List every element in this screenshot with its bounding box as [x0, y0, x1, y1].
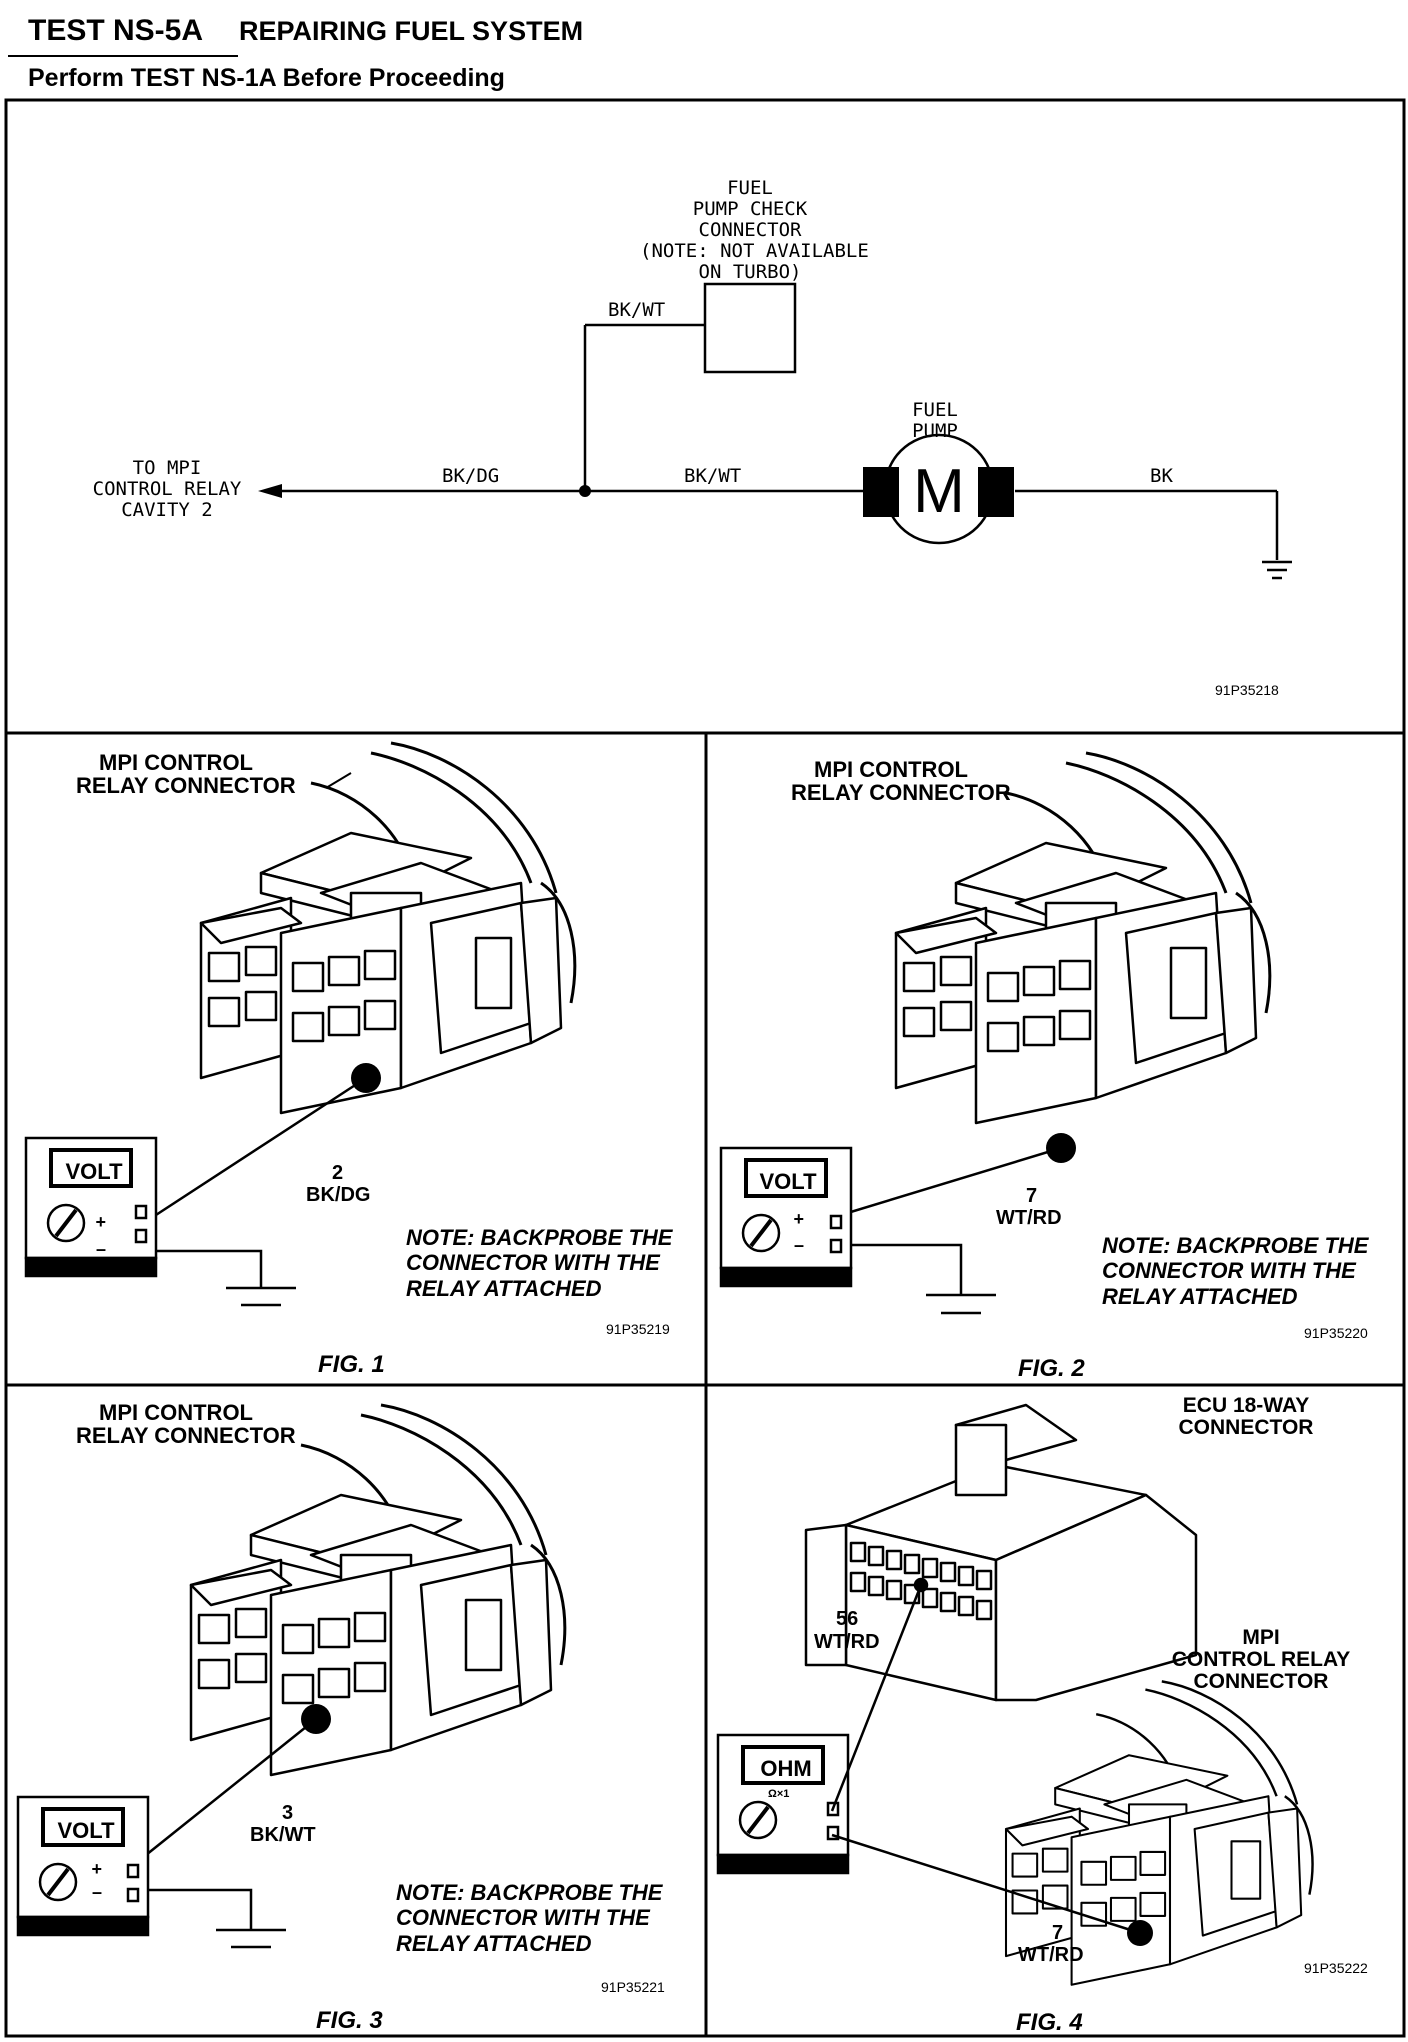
- label-line: FUEL: [727, 177, 773, 199]
- svg-text:–: –: [92, 1882, 102, 1902]
- ecu-connector-label: ECU 18-WAY CONNECTOR: [1161, 1394, 1331, 1440]
- figure-caption: FIG. 2: [1018, 1355, 1085, 1382]
- note-line: NOTE: BACKPROBE THE: [1102, 1233, 1369, 1258]
- test-title: TEST NS-5A REPAIRING FUEL SYSTEM: [28, 14, 583, 48]
- backprobe-note: NOTE: BACKPROBE THE CONNECTOR WITH THE R…: [396, 1880, 662, 1956]
- label-line: FUEL: [912, 399, 958, 421]
- label-line: RELAY CONNECTOR: [791, 780, 1011, 806]
- label-line: TO MPI: [132, 457, 202, 479]
- label-line: PUMP: [912, 419, 958, 442]
- label-line: MPI CONTROL: [99, 750, 253, 775]
- note-line: RELAY ATTACHED: [396, 1930, 592, 1956]
- prerequisite-note: Perform TEST NS-1A Before Proceeding: [28, 64, 505, 92]
- note-line: NOTE: BACKPROBE THE: [396, 1880, 663, 1905]
- svg-text:–: –: [96, 1239, 106, 1259]
- label-line: RELAY CONNECTOR: [76, 773, 296, 799]
- wire-color: BK/WT: [250, 1824, 316, 1846]
- figure-code: 91P35221: [601, 1979, 665, 1995]
- label-line: CONNECTOR: [1178, 1416, 1314, 1440]
- relay-connector-drawing: + –: [719, 751, 1272, 1315]
- note-line: CONNECTOR WITH THE: [1102, 1258, 1356, 1284]
- fuel-pump-schematic: M: [258, 282, 1292, 580]
- figure-code: 91P35222: [1304, 1960, 1368, 1976]
- svg-text:+: +: [95, 1212, 106, 1232]
- meter-display: VOLT: [57, 1818, 115, 1843]
- wire-label-relay: BK/DG: [442, 465, 500, 487]
- label-line: (NOTE: NOT AVAILABLE: [640, 239, 869, 262]
- label-line: MPI: [1242, 1626, 1280, 1649]
- label-line: RELAY CONNECTOR: [76, 1423, 296, 1449]
- connector-label: MPI CONTROL RELAY CONNECTOR: [76, 1400, 296, 1449]
- schematic-code: 91P35218: [1215, 682, 1279, 698]
- relay-connector-drawing: + –: [16, 1403, 567, 1949]
- label-line: CONNECTOR: [698, 218, 802, 241]
- arrow-to-relay: [258, 484, 282, 498]
- label-line: CONTROL RELAY: [92, 477, 242, 500]
- note-line: CONNECTOR WITH THE: [396, 1905, 650, 1931]
- relay-connector-drawing: + –: [24, 741, 577, 1307]
- splice-dot: [579, 485, 591, 497]
- ecu-wire-color: WT/RD: [814, 1631, 880, 1653]
- backprobe-note: NOTE: BACKPROBE THE CONNECTOR WITH THE R…: [406, 1225, 672, 1301]
- wire-color: WT/RD: [1018, 1944, 1084, 1966]
- wire-color: WT/RD: [996, 1207, 1062, 1229]
- ecu-connector: [804, 1403, 1198, 1702]
- motor-symbol: M: [913, 457, 965, 526]
- note-line: RELAY ATTACHED: [1102, 1283, 1298, 1309]
- connector-label: MPI CONTROL RELAY CONNECTOR: [1171, 1626, 1351, 1694]
- test-id: TEST NS-5A: [28, 14, 204, 47]
- ecu-pin-number: 56: [836, 1608, 859, 1630]
- label-line: MPI CONTROL: [814, 757, 968, 782]
- check-connector-box: [703, 282, 797, 374]
- figure-caption: FIG. 3: [316, 2007, 383, 2034]
- figure-2: MPI CONTROL RELAY CONNECTOR + – VOLT 7 W…: [706, 733, 1404, 1385]
- wire-color: BK/DG: [306, 1184, 371, 1206]
- backprobe-note: NOTE: BACKPROBE THE CONNECTOR WITH THE R…: [1102, 1233, 1368, 1309]
- check-connector-label: FUEL PUMP CHECK CONNECTOR (NOTE: NOT AVA…: [640, 177, 869, 283]
- connector-label: MPI CONTROL RELAY CONNECTOR: [76, 750, 296, 799]
- pin-number: 7: [1026, 1185, 1038, 1207]
- motor-brush-right: [978, 467, 1014, 517]
- figure-1: MPI CONTROL RELAY CONNECTOR + – VOLT 2 B…: [6, 733, 706, 1385]
- meter-display: VOLT: [759, 1169, 817, 1194]
- wire-label-pump: BK/WT: [684, 465, 742, 487]
- label-line: MPI CONTROL: [99, 1400, 253, 1425]
- meter-range: Ω×1: [768, 1788, 790, 1800]
- relay-destination-label: TO MPI CONTROL RELAY CAVITY 2: [82, 458, 252, 521]
- wire-label-ground: BK: [1150, 465, 1173, 487]
- note-line: NOTE: BACKPROBE THE: [406, 1225, 673, 1250]
- meter-display: VOLT: [65, 1159, 123, 1184]
- label-line: CONNECTOR: [1193, 1670, 1329, 1694]
- note-line: RELAY ATTACHED: [406, 1275, 602, 1301]
- note-line: CONNECTOR WITH THE: [406, 1250, 660, 1276]
- figure-3: MPI CONTROL RELAY CONNECTOR + – VOLT 3 B…: [6, 1385, 706, 2036]
- label-line: PUMP CHECK: [692, 197, 808, 220]
- wire-label-check: BK/WT: [608, 299, 666, 321]
- figure-caption: FIG. 4: [1016, 2009, 1083, 2036]
- label-line: CAVITY 2: [121, 498, 213, 521]
- figure-code: 91P35220: [1304, 1325, 1368, 1341]
- test-subtitle: REPAIRING FUEL SYSTEM: [239, 16, 584, 46]
- pin-number: 2: [332, 1162, 344, 1184]
- motor-brush-left: [863, 467, 899, 517]
- ecu-and-relay-drawing: [716, 1403, 1314, 1987]
- pin-number: 7: [1052, 1922, 1064, 1944]
- svg-text:+: +: [793, 1209, 804, 1229]
- label-line: ON TURBO): [698, 260, 802, 283]
- connector-label: MPI CONTROL RELAY CONNECTOR: [791, 757, 1011, 806]
- fuel-pump-label: FUEL PUMP: [895, 400, 975, 442]
- svg-text:–: –: [794, 1235, 804, 1255]
- label-line: CONTROL RELAY: [1171, 1648, 1351, 1672]
- svg-text:+: +: [91, 1859, 102, 1879]
- figure-4: ECU 18-WAY CONNECTOR: [706, 1385, 1404, 2036]
- meter-display: OHM: [760, 1756, 812, 1781]
- label-line: ECU 18-WAY: [1182, 1394, 1310, 1417]
- pin-number: 3: [282, 1802, 294, 1824]
- figure-code: 91P35219: [606, 1321, 670, 1337]
- figure-caption: FIG. 1: [318, 1351, 385, 1378]
